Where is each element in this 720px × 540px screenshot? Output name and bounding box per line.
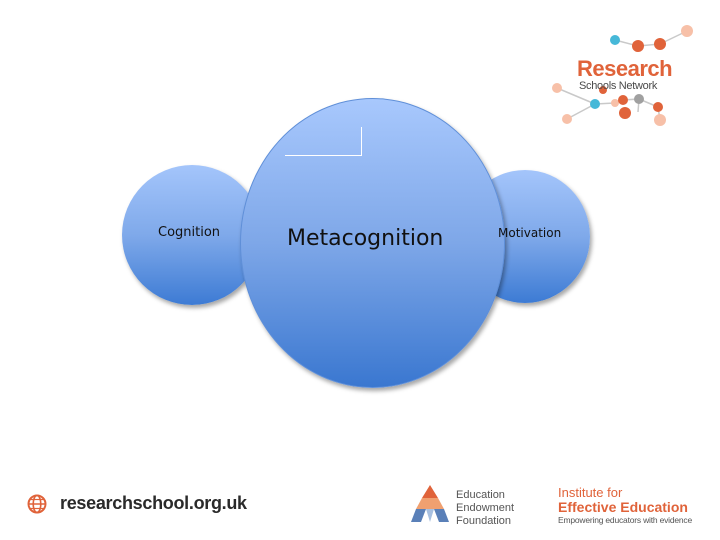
website-url: researchschool.org.uk bbox=[60, 493, 247, 513]
rsn-logo-subtitle: Schools Network bbox=[579, 80, 658, 92]
network-node bbox=[653, 102, 663, 112]
eef-line-2: Endowment bbox=[456, 502, 515, 514]
network-node bbox=[619, 107, 631, 119]
network-node bbox=[562, 114, 572, 124]
network-node bbox=[681, 25, 693, 37]
network-node bbox=[654, 114, 666, 126]
network-node bbox=[610, 35, 620, 45]
ife-line-1: Institute for bbox=[558, 485, 623, 500]
eef-triangle-logo-icon bbox=[411, 485, 449, 522]
globe-icon bbox=[27, 494, 47, 514]
network-node bbox=[590, 99, 600, 109]
eef-line-1: Education bbox=[456, 489, 505, 501]
eef-line-3: Foundation bbox=[456, 515, 512, 527]
network-node bbox=[611, 99, 619, 107]
metacognition-label: Metacognition bbox=[287, 226, 444, 251]
rsn-logo-title: Research bbox=[577, 56, 673, 81]
network-node bbox=[552, 83, 562, 93]
motivation-label: Motivation bbox=[498, 226, 562, 240]
network-node bbox=[634, 94, 644, 104]
network-node bbox=[599, 86, 607, 94]
ife-tagline: Empowering educators with evidence bbox=[558, 515, 692, 525]
selection-corner-marker bbox=[285, 127, 362, 156]
ife-line-2: Effective Education bbox=[558, 499, 688, 515]
network-node bbox=[654, 38, 666, 50]
cognition-label: Cognition bbox=[158, 225, 221, 240]
cognition-circle bbox=[122, 165, 262, 305]
network-node bbox=[632, 40, 644, 52]
network-node bbox=[618, 95, 628, 105]
metacognition-circle bbox=[240, 98, 505, 388]
network-logo-graphic bbox=[552, 25, 693, 126]
